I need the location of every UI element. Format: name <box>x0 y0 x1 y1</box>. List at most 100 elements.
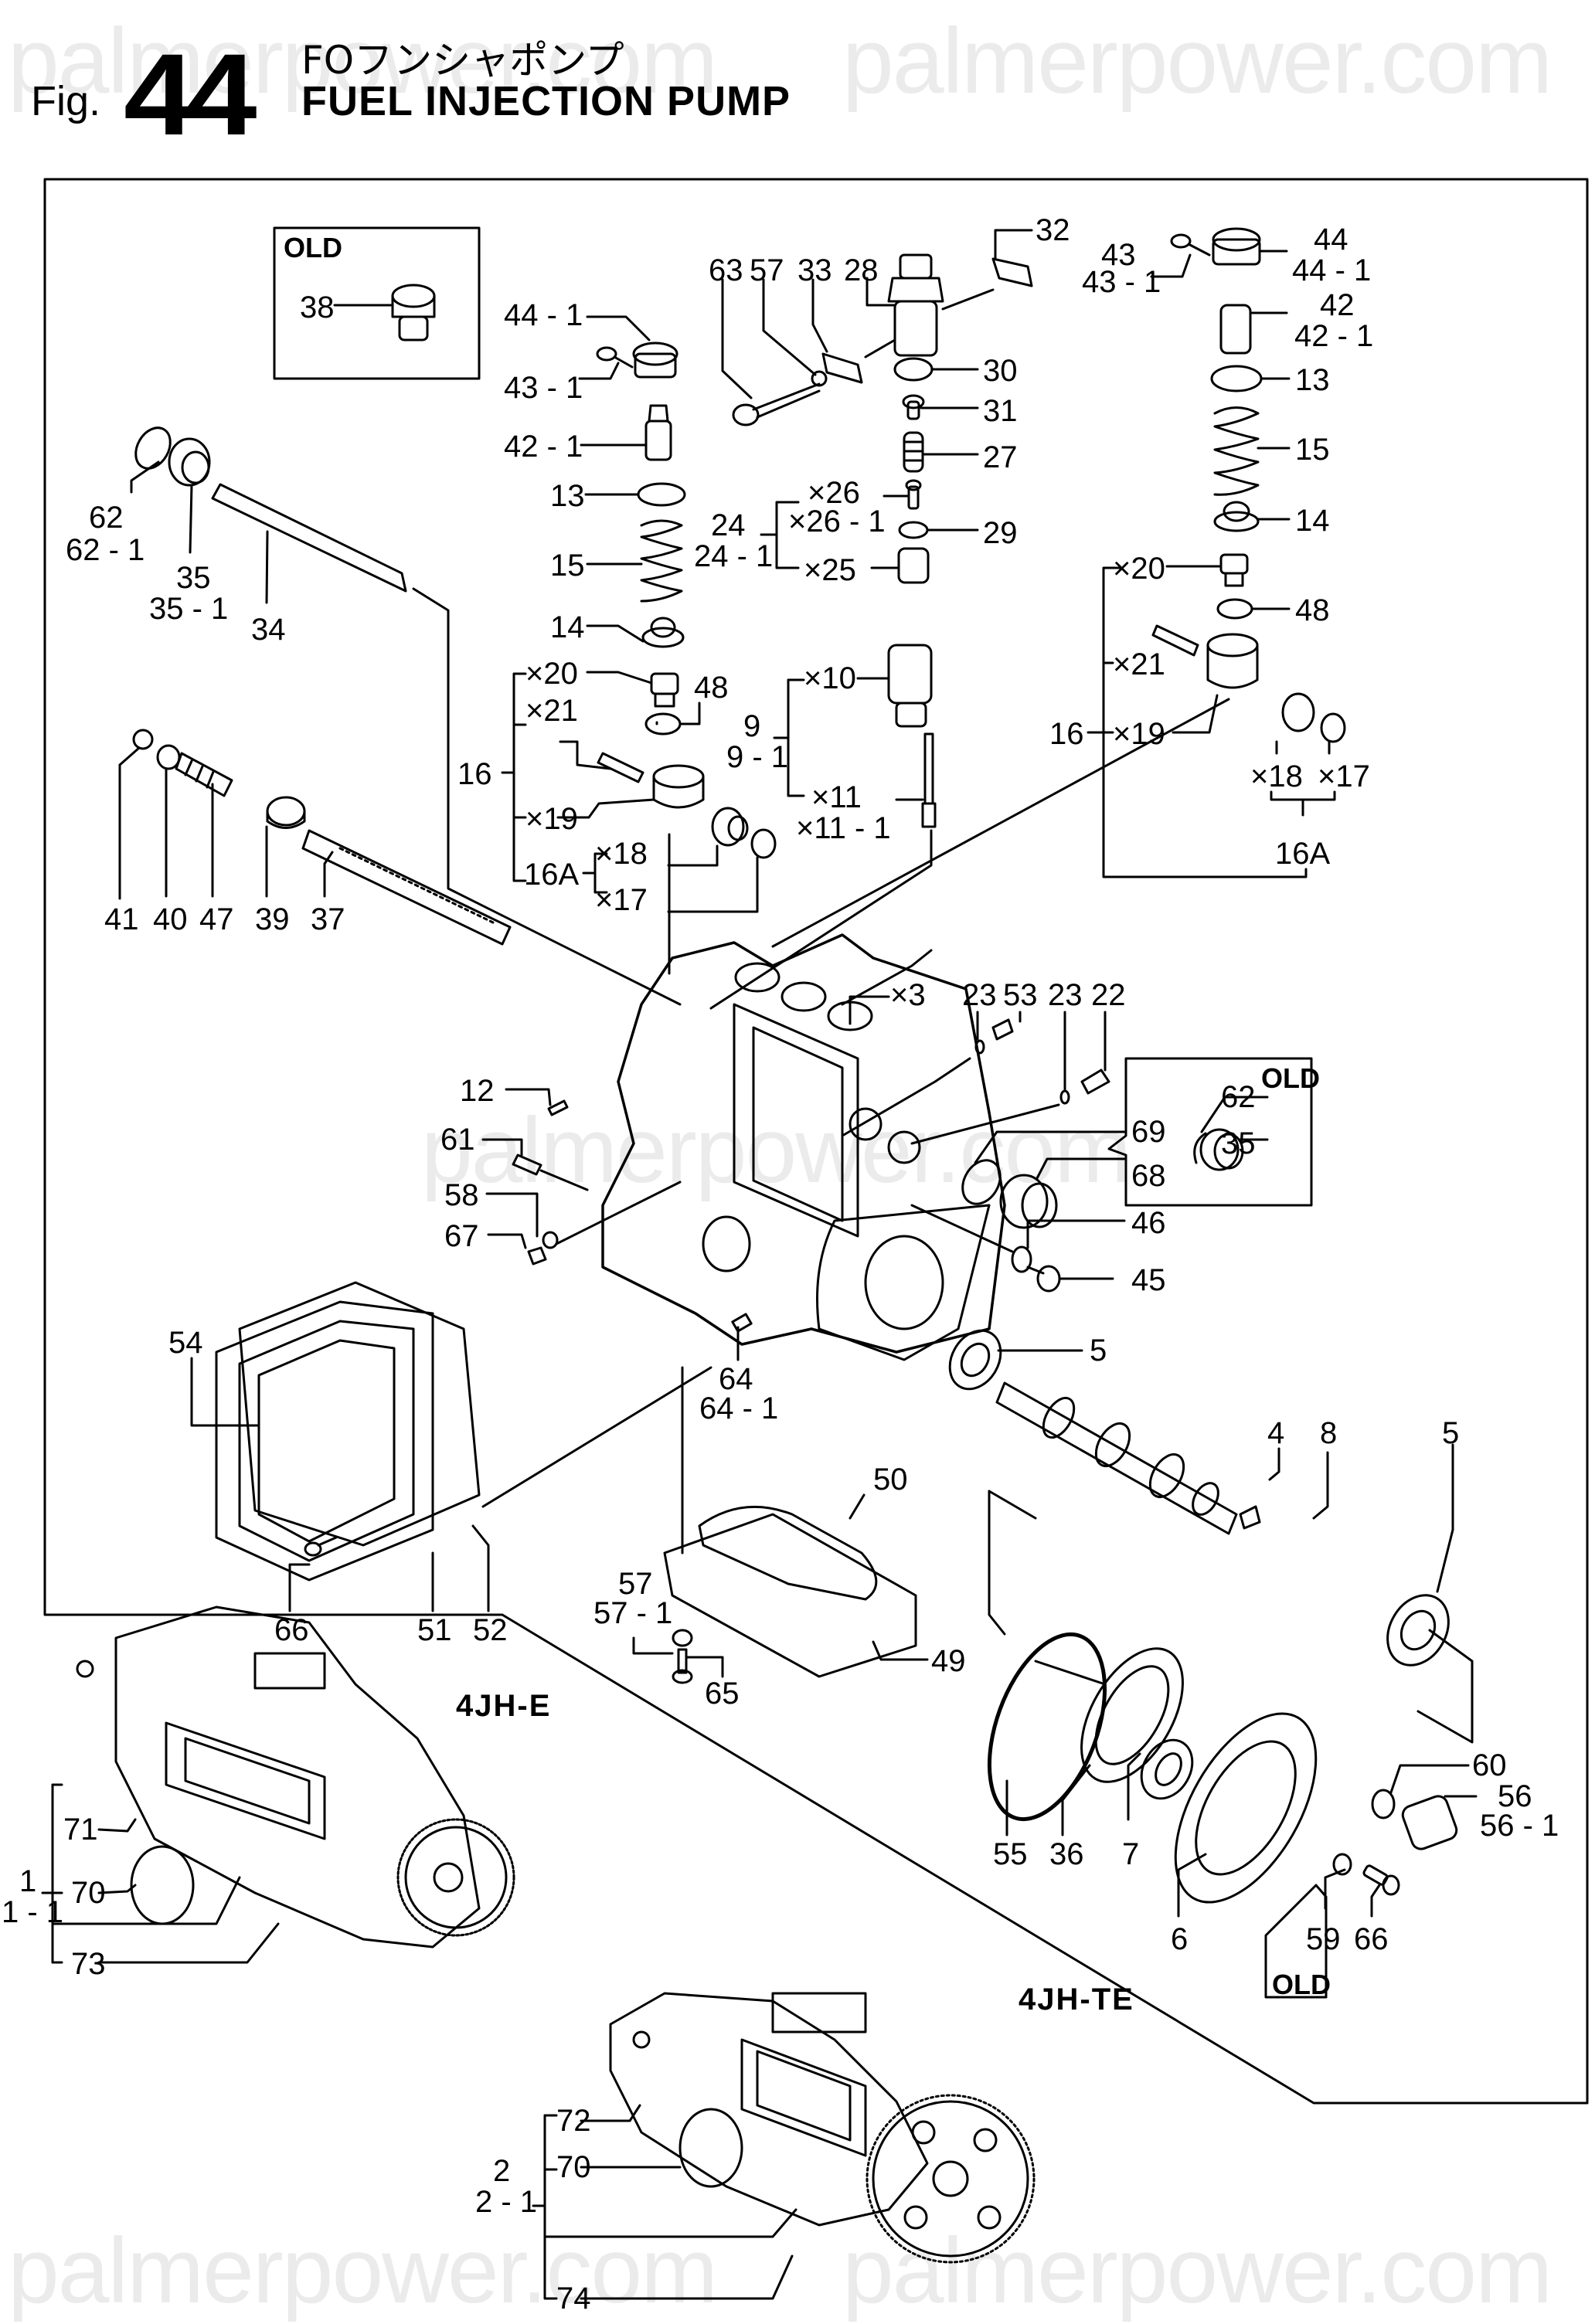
part-59-washer <box>1332 1853 1352 1876</box>
callout-label: 57 - 1 <box>593 1596 673 1630</box>
callout-label: 28 <box>844 253 879 287</box>
callout-label: ×11 <box>811 780 862 814</box>
part-28-holder <box>887 253 944 357</box>
part-5-bearing-a <box>948 1329 1002 1391</box>
callout-label: 50 <box>873 1463 908 1497</box>
part-40-washer <box>156 744 181 770</box>
callout-label: 7 <box>1122 1837 1140 1871</box>
part-48-washer <box>644 712 682 736</box>
callout-label: 42 <box>1320 288 1355 322</box>
part-62-oring <box>134 426 172 470</box>
callout-label: 48 <box>694 671 729 705</box>
callout-label: 48 <box>1295 593 1330 627</box>
part-13-seat-right <box>1210 365 1263 392</box>
callout-label: 56 <box>1498 1779 1532 1813</box>
part-42-1-sleeve <box>644 404 672 461</box>
part-39-collar <box>266 796 306 829</box>
callout-label: 62 - 1 <box>66 533 145 567</box>
callout-label: 59 <box>1306 1922 1341 1956</box>
callout-label: 36 <box>1049 1837 1084 1871</box>
part-53-screw <box>991 1018 1014 1041</box>
callout-label: ×10 <box>804 661 856 695</box>
callout-label: 35 <box>1221 1126 1256 1160</box>
part-57-washer <box>811 370 828 387</box>
part-42-sleeve-right <box>1219 304 1252 355</box>
callout-label: ×17 <box>1318 759 1370 793</box>
callout-label: 41 <box>104 902 139 936</box>
callout-label: 64 - 1 <box>699 1391 779 1425</box>
callout-label: 63 <box>709 253 743 287</box>
callout-label: 70 <box>556 2150 591 2184</box>
callout-label: ×20 <box>525 657 578 691</box>
part-4-camshaft <box>995 1381 1238 1535</box>
callout-label: 29 <box>983 516 1018 550</box>
part-11-plunger <box>921 732 937 828</box>
callout-label: ×17 <box>595 883 648 917</box>
callout-label: ×25 <box>804 553 856 587</box>
part-17-sleeve-right <box>1320 712 1346 743</box>
figure-number: 44 <box>124 29 257 159</box>
part-31-stopper <box>902 394 925 420</box>
old-box-59 <box>1264 1884 1328 1999</box>
part-18-sleeve <box>711 807 749 847</box>
part-67-nut <box>527 1246 547 1266</box>
callout-label: 60 <box>1472 1748 1507 1782</box>
callout-label: ×19 <box>525 802 578 836</box>
callout-label: 56 - 1 <box>1480 1809 1559 1843</box>
part-21-pin <box>597 752 644 783</box>
part-23-gasket-b <box>1059 1089 1070 1105</box>
model-label-4jh-e: 4JH-E <box>456 1689 552 1723</box>
part-47-spring <box>175 752 233 797</box>
callout-label: 64 <box>719 1362 753 1396</box>
part-15-spring-right <box>1213 406 1260 496</box>
callout-label: 37 <box>311 902 345 936</box>
part-55-oring <box>987 1632 1107 1822</box>
callout-label: 72 <box>556 2104 591 2138</box>
callout-label: 15 <box>1295 433 1330 467</box>
part-66-screw-b <box>1362 1864 1400 1896</box>
part-43-screw-right <box>1170 233 1211 257</box>
part-50-gasket <box>698 1505 878 1601</box>
part-63-bolt <box>732 382 821 426</box>
callout-label: 2 <box>493 2154 511 2188</box>
callout-label: 43 <box>1101 238 1136 272</box>
callout-label: 2 - 1 <box>475 2185 538 2219</box>
part-68-plug <box>999 1174 1058 1229</box>
part-33-stopper <box>821 352 863 384</box>
callout-label: 55 <box>993 1837 1028 1871</box>
part-45-plug <box>1026 1265 1061 1293</box>
callout-label: 14 <box>550 610 585 644</box>
callout-label: 44 - 1 <box>1292 253 1372 287</box>
callout-label: 43 - 1 <box>504 371 583 405</box>
part-25-valve-seat <box>897 547 930 584</box>
part-64-stud <box>731 1313 753 1333</box>
callout-label: 16A <box>524 858 580 892</box>
part-43-1-screw <box>596 346 634 369</box>
part-44-cap-right <box>1212 227 1261 266</box>
callout-label: 22 <box>1091 978 1126 1012</box>
part-34-rod <box>211 483 407 593</box>
model-label-4jh-te: 4JH-TE <box>1019 1983 1134 2017</box>
callout-label: ×26 - 1 <box>788 505 886 539</box>
callout-label: 30 <box>983 354 1018 388</box>
part-36-gasket <box>1080 1647 1184 1783</box>
callout-label: 38 <box>300 290 335 324</box>
callout-label: ×21 <box>525 694 578 728</box>
callout-label: 1 - 1 <box>2 1895 64 1929</box>
title-japanese: FOフンシャポンプ <box>301 38 624 83</box>
callout-label: 14 <box>1295 504 1330 538</box>
callout-label: 23 <box>962 978 997 1012</box>
part-14-retainer <box>641 617 685 648</box>
callout-label: 42 - 1 <box>1294 319 1374 353</box>
callout-label: 74 <box>556 2282 591 2316</box>
old-label: OLD <box>1261 1062 1320 1094</box>
callout-label: 70 <box>71 1876 106 1910</box>
part-30-gasket <box>893 357 934 382</box>
bracket-9 <box>787 678 805 797</box>
callout-label: 12 <box>460 1074 495 1108</box>
part-10-barrel <box>887 644 933 728</box>
callout-label: 66 <box>1354 1922 1389 1956</box>
callout-label: 57 <box>618 1567 653 1601</box>
part-37-rack <box>301 829 512 946</box>
